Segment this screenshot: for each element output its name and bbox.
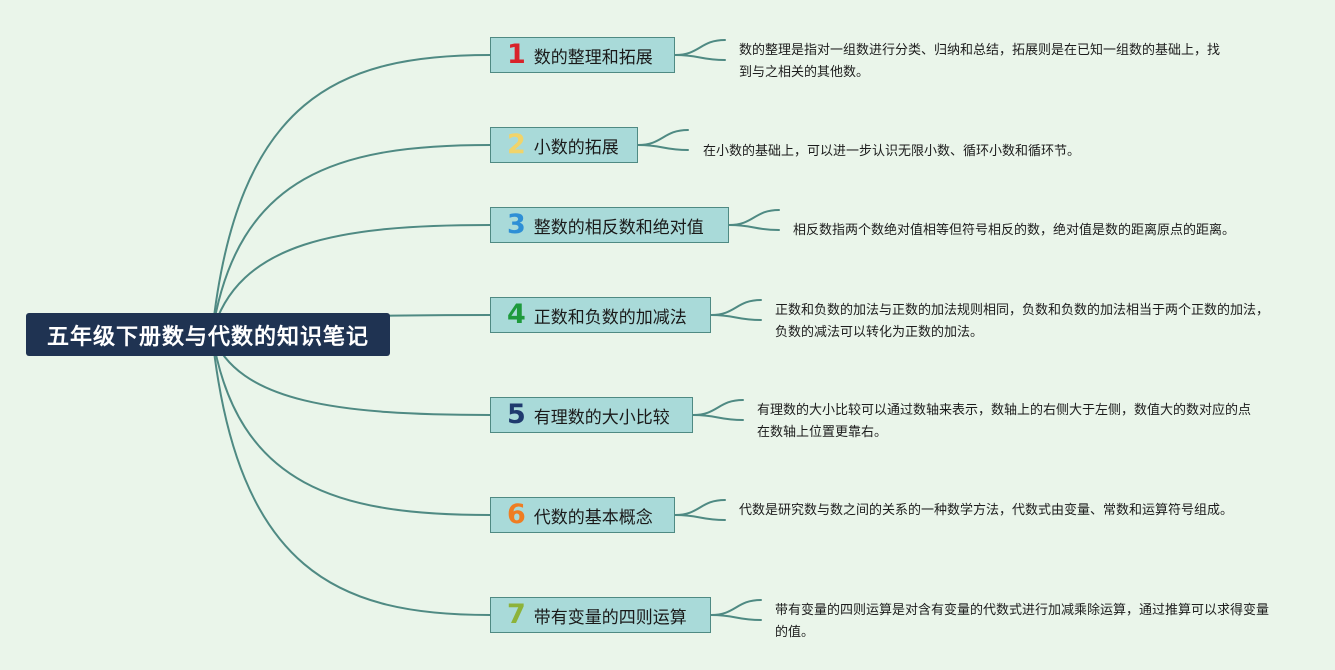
topic-description: 代数是研究数与数之间的关系的一种数学方法，代数式由变量、常数和运算符号组成。 — [739, 503, 1234, 518]
description-bracket-lower — [710, 614, 762, 621]
topic-5[interactable]: 5 有理数的大小比较 — [490, 397, 693, 433]
topic-number: 1 — [507, 38, 526, 70]
topic-label: 有理数的大小比较 — [533, 407, 670, 428]
branch-connector — [211, 144, 491, 335]
topic-number: 2 — [507, 128, 526, 160]
topic-label: 整数的相反数和绝对值 — [533, 217, 704, 238]
topic-3[interactable]: 3 整数的相反数和绝对值 — [490, 207, 729, 243]
description-bracket-upper — [637, 129, 689, 146]
topic-description: 有理数的大小比较可以通过数轴来表示，数轴上的右侧大于左侧，数值大的数对应的点在数… — [757, 403, 1252, 440]
description-bracket-upper — [710, 599, 762, 616]
topic-description: 带有变量的四则运算是对含有变量的代数式进行加减乘除运算，通过推算可以求得变量的值… — [775, 603, 1270, 640]
topic-description: 正数和负数的加法与正数的加法规则相同，负数和负数的加法相当于两个正数的加法，负数… — [775, 303, 1270, 340]
branch-connector — [211, 333, 491, 616]
description-bracket-lower — [710, 314, 762, 321]
description-bracket-lower — [674, 514, 726, 521]
topic-description: 相反数指两个数绝对值相等但符号相反的数，绝对值是数的距离原点的距离。 — [793, 223, 1236, 238]
description-bracket-lower — [728, 224, 780, 231]
topic-2[interactable]: 2 小数的拓展 — [490, 127, 638, 163]
description-bracket-upper — [692, 399, 744, 416]
topic-number: 5 — [507, 398, 526, 430]
topic-number: 6 — [507, 498, 526, 530]
topic-description: 在小数的基础上，可以进一步认识无限小数、循环小数和循环节。 — [703, 144, 1081, 159]
topic-label: 代数的基本概念 — [533, 507, 653, 528]
topic-label: 小数的拓展 — [533, 137, 619, 158]
branch-connector — [211, 333, 491, 416]
topic-6[interactable]: 6 代数的基本概念 — [490, 497, 675, 533]
topic-label: 正数和负数的加减法 — [533, 307, 687, 328]
branch-connector — [211, 333, 491, 516]
topic-description: 数的整理是指对一组数进行分类、归纳和总结，拓展则是在已知一组数的基础上，找到与之… — [739, 43, 1221, 80]
description-bracket-lower — [637, 144, 689, 151]
topic-number: 4 — [507, 298, 526, 330]
topic-number: 7 — [507, 598, 526, 630]
description-bracket-upper — [674, 499, 726, 516]
topic-1[interactable]: 1 数的整理和拓展 — [490, 37, 675, 73]
branch-connector — [211, 54, 491, 335]
description-bracket-lower — [692, 414, 744, 421]
description-bracket-upper — [728, 209, 780, 226]
topic-4[interactable]: 4 正数和负数的加减法 — [490, 297, 711, 333]
topic-label: 带有变量的四则运算 — [533, 607, 687, 628]
description-bracket-lower — [674, 54, 726, 61]
description-bracket-upper — [674, 39, 726, 56]
root-topic[interactable]: 五年级下册数与代数的知识笔记 — [26, 313, 390, 356]
topic-label: 数的整理和拓展 — [533, 47, 653, 68]
topic-number: 3 — [507, 208, 526, 240]
root-title: 五年级下册数与代数的知识笔记 — [46, 324, 369, 350]
branch-connector — [211, 224, 491, 335]
topic-7[interactable]: 7 带有变量的四则运算 — [490, 597, 711, 633]
description-bracket-upper — [710, 299, 762, 316]
